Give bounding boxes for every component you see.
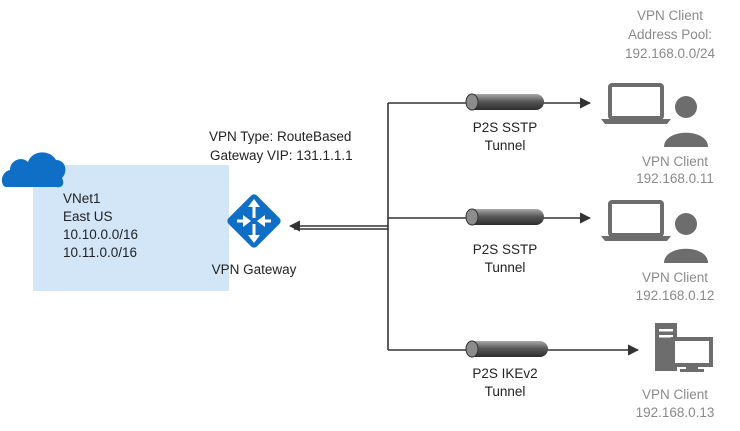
vnet-region: East US (63, 209, 113, 224)
vnet-address-prefix-2: 10.11.0.0/16 (63, 245, 138, 260)
tunnel-3-label: Tunnel (484, 384, 526, 399)
user-icon (664, 96, 708, 147)
vnet-address-prefix-1: 10.10.0.0/16 (63, 227, 139, 242)
tunnel-1-label: Tunnel (484, 138, 526, 153)
tunnel-2-protocol: P2S SSTP (472, 242, 538, 257)
vnet-box (33, 165, 229, 291)
client-3-ip: 192.168.0.13 (635, 405, 715, 420)
client-1-label: VPN Client (641, 154, 709, 169)
vnet-name: VNet1 (63, 191, 101, 206)
tunnel-3-protocol: P2S IKEv2 (472, 366, 538, 381)
address-pool-title: VPN Client (636, 8, 704, 23)
client-2-label: VPN Client (641, 270, 709, 285)
cloud-icon (1, 152, 66, 188)
desktop-computer-icon (655, 323, 713, 372)
address-pool-subtitle: Address Pool: (627, 27, 713, 42)
address-pool-range: 192.168.0.0/24 (624, 46, 716, 61)
laptop-icon (601, 200, 671, 241)
vpn-gateway-label: VPN Gateway (211, 262, 297, 277)
gateway-vip-label: Gateway VIP: 131.1.1.1 (210, 148, 353, 163)
pipe-tunnel-icon (465, 93, 544, 111)
pipe-tunnel-icon (465, 340, 548, 358)
laptop-icon (601, 83, 671, 124)
vpn-type-label: VPN Type: RouteBased (209, 129, 352, 144)
client-3-label: VPN Client (641, 387, 709, 402)
pipe-tunnel-icon (465, 208, 544, 226)
client-2-ip: 192.168.0.12 (635, 288, 715, 303)
vpn-gateway-icon (227, 194, 281, 248)
tunnel-1-protocol: P2S SSTP (472, 120, 538, 135)
tunnel-2-label: Tunnel (484, 260, 526, 275)
user-icon (664, 213, 708, 263)
client-1-ip: 192.168.0.11 (636, 171, 714, 186)
